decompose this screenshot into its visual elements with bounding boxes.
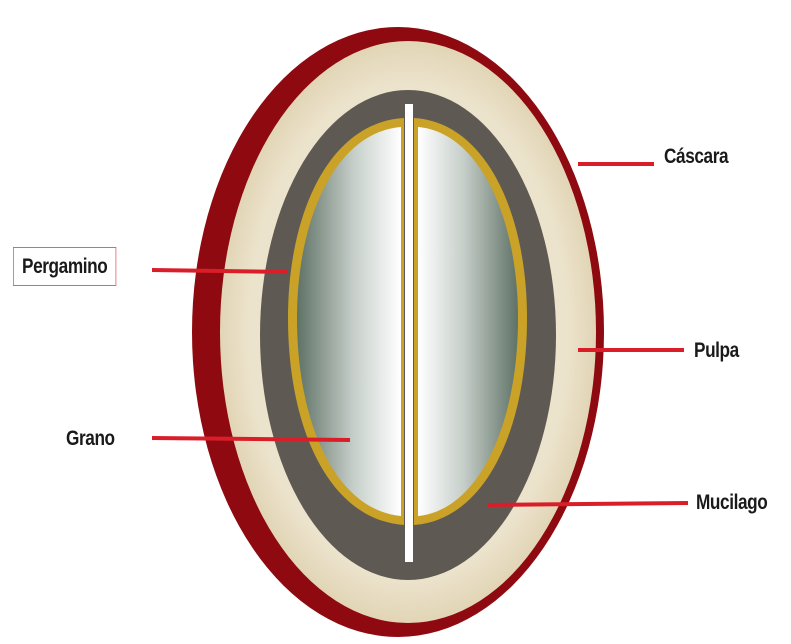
leader-line-pergamino xyxy=(152,270,288,272)
label-pulpa: Pulpa xyxy=(694,340,739,361)
leader-line-grano xyxy=(152,438,350,440)
label-cascara: Cáscara xyxy=(664,146,728,167)
leader-line-mucilago xyxy=(488,503,688,505)
center-slit xyxy=(405,104,413,562)
label-grano: Grano xyxy=(66,428,115,449)
label-mucilago: Mucilago xyxy=(696,492,767,513)
label-pergamino: Pergamino xyxy=(13,247,116,286)
